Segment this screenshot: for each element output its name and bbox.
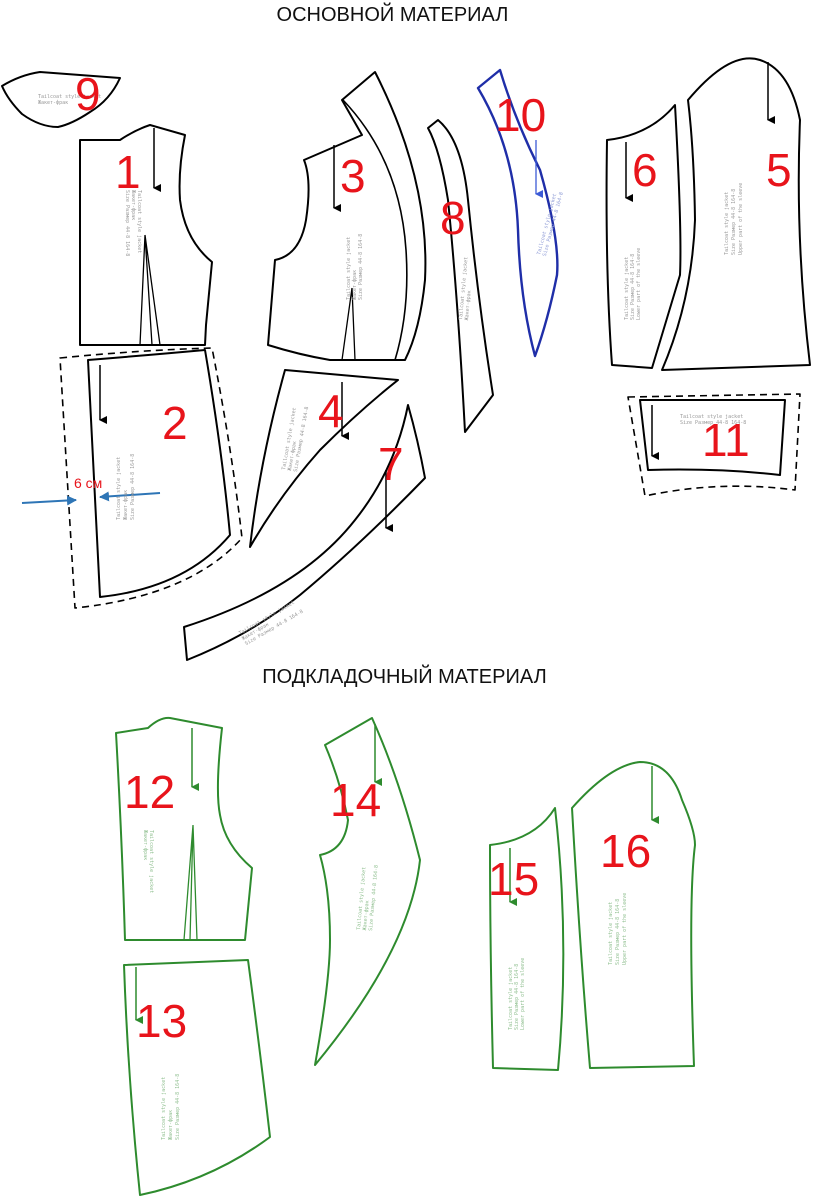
svg-text:Жакет-фрак: Жакет-фрак	[142, 830, 148, 860]
svg-text:Size Размер 44-8 164-8: Size Размер 44-8 164-8	[731, 189, 737, 255]
lining-fabric-heading: ПОДКЛАДОЧНЫЙ МАТЕРИАЛ	[262, 666, 547, 688]
piece-2-back-skirt[interactable]	[59, 347, 243, 609]
piece-9-collar[interactable]	[1, 71, 121, 128]
svg-text:Upper part of the sleeve: Upper part of the sleeve	[622, 893, 628, 965]
piece-number-9: 9	[75, 68, 101, 120]
svg-text:Жакет-фрак: Жакет-фрак	[130, 190, 136, 220]
piece-number-5: 5	[766, 144, 792, 196]
allowance-dimension: 6 см	[21, 475, 161, 506]
svg-text:Жакет-фрак: Жакет-фрак	[287, 441, 298, 472]
piece-number-10: 10	[495, 89, 546, 141]
piece-1-back[interactable]	[79, 124, 213, 346]
svg-text:Size Размер 44-8 164-8: Size Размер 44-8 164-8	[130, 454, 136, 520]
piece-number-3: 3	[340, 150, 366, 202]
piece-11-cuff[interactable]	[627, 393, 801, 497]
svg-text:Tailcoat style jacket: Tailcoat style jacket	[148, 830, 154, 893]
svg-text:Size Размер 44-8 164-8: Size Размер 44-8 164-8	[630, 254, 636, 320]
svg-text:Tailcoat style jacket: Tailcoat style jacket	[346, 237, 352, 300]
piece-number-6: 6	[632, 144, 658, 196]
piece-number-16: 16	[600, 825, 651, 877]
svg-text:Lower part of the sleeve: Lower part of the sleeve	[636, 248, 642, 320]
main-fabric-heading: ОСНОВНОЙ МАТЕРИАЛ	[276, 4, 509, 26]
svg-text:Tailcoat style jacket: Tailcoat style jacket	[608, 902, 614, 965]
svg-text:Tailcoat style jacket: Tailcoat style jacket	[38, 94, 101, 100]
svg-text:Tailcoat style jacket: Tailcoat style jacket	[624, 257, 630, 320]
piece-13-lining-skirt[interactable]	[123, 959, 271, 1196]
piece-number-12: 12	[124, 766, 175, 818]
piece-number-11: 11	[702, 414, 750, 466]
svg-text:Tailcoat style jacket: Tailcoat style jacket	[136, 190, 142, 253]
piece-14-lining-front[interactable]	[314, 717, 421, 1066]
piece-number-1: 1	[115, 146, 141, 198]
piece-15-lining-lower-sleeve[interactable]	[489, 807, 565, 1071]
svg-text:Tailcoat style jacket: Tailcoat style jacket	[508, 967, 514, 1030]
svg-text:Size Размер 44-8 164-8: Size Размер 44-8 164-8	[514, 964, 520, 1030]
piece-3-front[interactable]	[267, 71, 427, 361]
piece-number-15: 15	[488, 853, 539, 905]
svg-text:Жакет-фрак: Жакет-фрак	[123, 490, 129, 520]
piece-5-upper-sleeve[interactable]	[661, 57, 811, 371]
svg-text:Жакет-фрак: Жакет-фрак	[168, 1110, 174, 1140]
piece-10-interfacing[interactable]	[476, 68, 559, 358]
piece-6-lower-sleeve[interactable]	[605, 104, 682, 369]
piece-number-14: 14	[330, 774, 381, 826]
allowance-label: 6 см	[74, 475, 102, 491]
svg-text:Size Размер 44-8 164-8: Size Размер 44-8 164-8	[358, 234, 364, 300]
svg-text:Size Размер 44-8 164-8: Size Размер 44-8 164-8	[124, 190, 130, 256]
svg-text:Size Размер 44-8 164-8: Size Размер 44-8 164-8	[368, 865, 380, 932]
svg-text:Жакет-фрак: Жакет-фрак	[38, 100, 68, 106]
piece-12-lining-back[interactable]	[115, 716, 253, 941]
piece-8-facing[interactable]	[427, 119, 494, 433]
piece-number-7: 7	[378, 438, 404, 490]
svg-text:Жакет-фрак: Жакет-фрак	[362, 900, 371, 931]
svg-text:Upper part of the sleeve: Upper part of the sleeve	[738, 183, 744, 255]
svg-text:Size Размер 44-8 164-8: Size Размер 44-8 164-8	[680, 420, 746, 426]
piece-number-13: 13	[136, 995, 187, 1047]
svg-text:Lower part of the sleeve: Lower part of the sleeve	[520, 958, 526, 1030]
piece-7-tail[interactable]	[183, 404, 426, 661]
piece-numbers: 9 1 3 8 10 6 5 2 4 7 11 12 14 16 15 13	[75, 68, 792, 1047]
svg-text:Tailcoat style jacket: Tailcoat style jacket	[161, 1077, 167, 1140]
piece-number-8: 8	[440, 192, 466, 244]
svg-text:Жакет-фрак: Жакет-фрак	[352, 270, 358, 300]
piece-number-2: 2	[162, 397, 188, 449]
svg-text:Size Размер 44-8 164-8: Size Размер 44-8 164-8	[615, 899, 621, 965]
svg-text:Tailcoat style jacket: Tailcoat style jacket	[724, 192, 730, 255]
svg-text:Size Размер 44-8 164-8: Size Размер 44-8 164-8	[175, 1074, 181, 1140]
svg-text:Tailcoat style jacket: Tailcoat style jacket	[680, 414, 743, 420]
svg-text:Tailcoat style jacket: Tailcoat style jacket	[356, 867, 367, 931]
svg-text:Tailcoat style jacket: Tailcoat style jacket	[116, 457, 122, 520]
piece-4-front-skirt[interactable]	[249, 369, 399, 548]
svg-text:Tailcoat style jacket: Tailcoat style jacket	[458, 257, 469, 321]
piece-16-lining-upper-sleeve[interactable]	[571, 761, 696, 1069]
piece-number-4: 4	[318, 385, 344, 437]
svg-text:Жакет-фрак: Жакет-фрак	[464, 290, 473, 321]
